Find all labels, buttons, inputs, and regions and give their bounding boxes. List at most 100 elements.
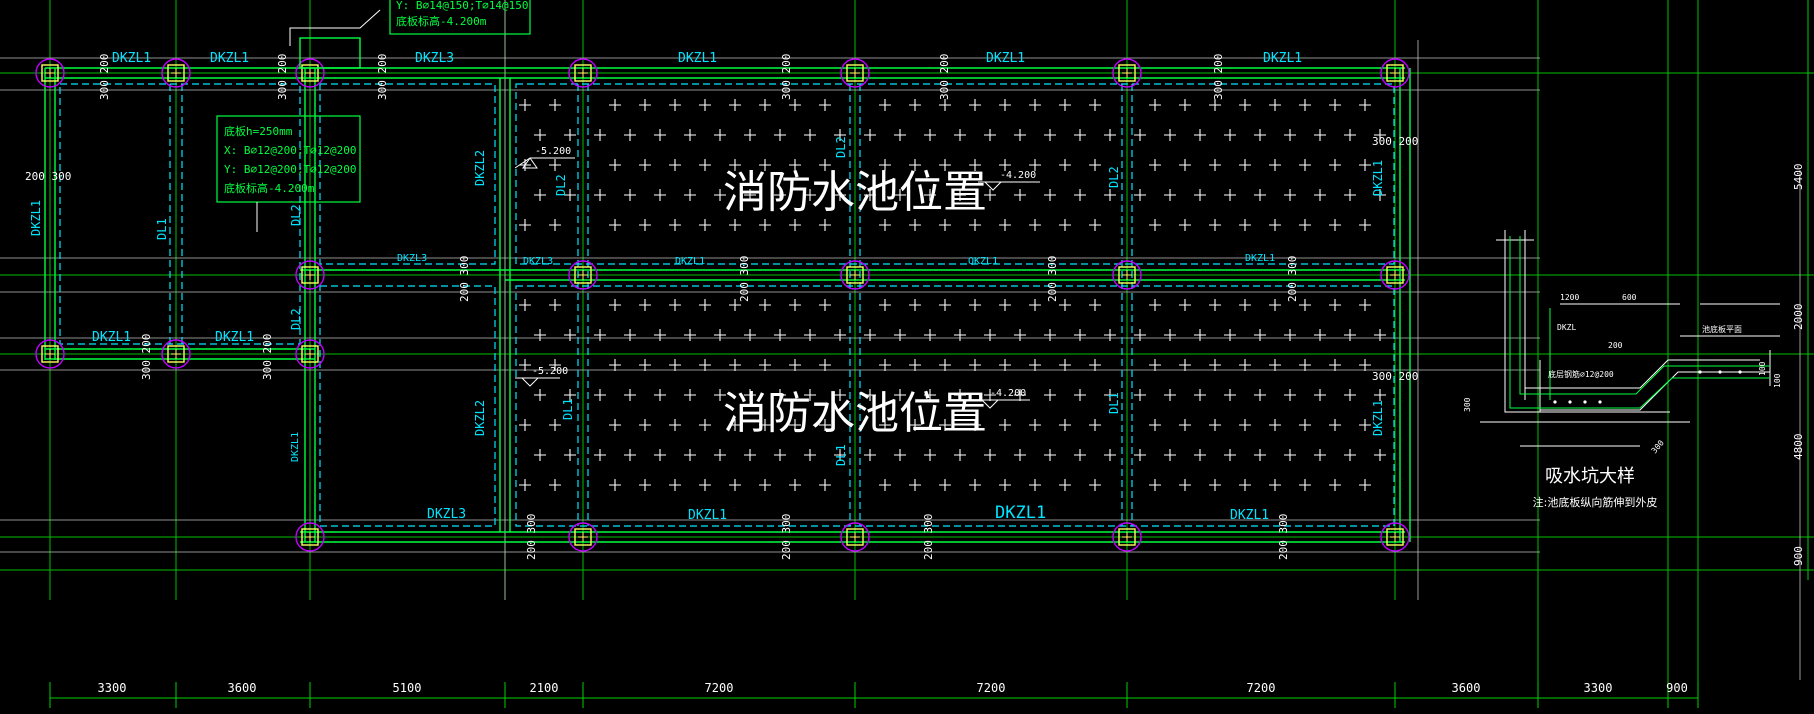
column-circle: [840, 58, 870, 88]
slab-cross: [1299, 159, 1311, 171]
note-slab: 底板h=250mm X: B⌀12@200;T⌀12@200 Y: B⌀12@2…: [216, 115, 361, 232]
detail-title: 吸水坑大样: [1545, 466, 1635, 487]
slab-cross: [549, 99, 561, 111]
slab-cross: [1329, 219, 1341, 231]
beam-dim: 300 200: [261, 334, 274, 380]
elevation-texts: -5.200 -4.200 -5.200 -4.200: [532, 146, 1036, 399]
beam-label: DL2: [289, 204, 303, 226]
elev-symbol: [521, 377, 539, 387]
slab-cross: [1284, 389, 1296, 401]
slab-cross: [879, 479, 891, 491]
slab-cross: [1164, 389, 1176, 401]
dim-text: 2000: [1792, 304, 1805, 331]
slab-cross: [714, 129, 726, 141]
slab-cross: [519, 99, 531, 111]
slab-cross: [1164, 129, 1176, 141]
detail-dim: 600: [1622, 293, 1637, 302]
slab-cross: [594, 329, 606, 341]
slab-cross: [1239, 219, 1251, 231]
rebar-dot: [1553, 400, 1557, 404]
note-pointer-box: [299, 37, 361, 69]
slab-cross: [549, 419, 561, 431]
slab-cross: [1359, 219, 1371, 231]
beam-label: DKZL1: [1230, 508, 1269, 523]
slab-cross: [549, 219, 561, 231]
column-box: [301, 345, 319, 363]
dashed-room: [319, 83, 496, 265]
slab-cross: [789, 159, 801, 171]
dim-text: 2100: [530, 681, 559, 695]
slab-cross: [879, 299, 891, 311]
column-circle: [840, 522, 870, 552]
slab-cross: [1029, 159, 1041, 171]
column-mark: [171, 68, 181, 78]
slab-cross: [1284, 329, 1296, 341]
slab-cross: [1284, 189, 1296, 201]
slab-cross: [729, 219, 741, 231]
slab-cross: [1239, 99, 1251, 111]
slab-cross: [1014, 449, 1026, 461]
beam-label: DL1: [155, 218, 169, 240]
beam-label: DKZL1: [675, 256, 705, 267]
slab-cross: [1239, 159, 1251, 171]
slab-cross: [624, 389, 636, 401]
slab-cross: [1299, 219, 1311, 231]
slab-cross: [1284, 449, 1296, 461]
slab-cross: [639, 359, 651, 371]
slab-cross: [834, 129, 846, 141]
detail-rebar: [1509, 236, 1770, 409]
slab-cross: [669, 159, 681, 171]
slab-cross: [1044, 189, 1056, 201]
note-slab-line2: X: B⌀12@200;T⌀12@200: [224, 144, 356, 157]
detail-outline: [1540, 371, 1770, 411]
beams: [44, 67, 1411, 543]
slab-cross: [1194, 389, 1206, 401]
column-circle: [1380, 58, 1410, 88]
slab-cross: [1224, 189, 1236, 201]
beam-dim: 300 200: [938, 54, 951, 100]
slab-cross: [834, 189, 846, 201]
slab-cross: [1209, 419, 1221, 431]
slab-cross: [1164, 329, 1176, 341]
slab-cross: [894, 329, 906, 341]
slab-cross: [819, 99, 831, 111]
slab-cross: [804, 389, 816, 401]
slab-cross: [729, 99, 741, 111]
slab-cross: [1149, 479, 1161, 491]
slab-cross: [699, 99, 711, 111]
slab-cross: [564, 129, 576, 141]
slab-cross: [519, 219, 531, 231]
slab-cross: [684, 389, 696, 401]
slab-cross: [1149, 159, 1161, 171]
slab-cross: [1134, 189, 1146, 201]
slab-cross: [549, 159, 561, 171]
slab-cross: [1254, 329, 1266, 341]
slab-cross: [954, 389, 966, 401]
column-circle: [35, 339, 65, 369]
slab-cross: [1224, 129, 1236, 141]
beam-label: DL1: [834, 444, 848, 466]
slab-cross: [1269, 159, 1281, 171]
slab-cross: [1179, 219, 1191, 231]
slab-cross: [819, 299, 831, 311]
slab-cross: [714, 329, 726, 341]
slab-cross: [744, 129, 756, 141]
note-slab-line1: 底板h=250mm: [224, 124, 293, 138]
slab-cross: [699, 359, 711, 371]
beam-labels-h: DKZL1 DKZL1 DKZL3 DKZL1 DKZL1 DKZL1 DKZL…: [92, 51, 1302, 523]
column-circle: [1112, 522, 1142, 552]
slab-cross: [1359, 299, 1371, 311]
slab-cross: [1149, 219, 1161, 231]
slab-cross: [879, 99, 891, 111]
columns: [35, 58, 1410, 552]
column-circle: [568, 58, 598, 88]
slab-cross: [1044, 389, 1056, 401]
slab-cross: [1299, 479, 1311, 491]
slab-cross: [819, 419, 831, 431]
slab-cross: [924, 329, 936, 341]
slab-cross: [1374, 449, 1386, 461]
slab-cross: [759, 219, 771, 231]
slab-cross: [879, 359, 891, 371]
slab-cross: [564, 449, 576, 461]
slab-cross: [969, 479, 981, 491]
